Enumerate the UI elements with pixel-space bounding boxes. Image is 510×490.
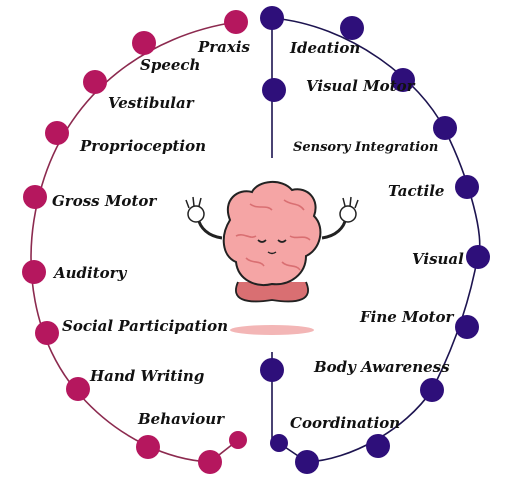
- label-social-participation: Social Participation: [62, 317, 229, 335]
- label-visual: Visual: [412, 250, 464, 268]
- smile: [267, 251, 277, 255]
- left-arm: [196, 217, 223, 240]
- label-visual-motor: Visual Motor: [306, 77, 415, 95]
- node-bottom-left-small: [229, 431, 247, 449]
- node-visual: [466, 245, 490, 269]
- label-sensory-integration: Sensory Integration: [293, 140, 439, 155]
- label-behaviour: Behaviour: [138, 410, 225, 428]
- brain-legs: [235, 281, 309, 303]
- brain-body: [222, 181, 322, 286]
- node-speech: [132, 31, 156, 55]
- node-tactile: [455, 175, 479, 199]
- node-praxis: [224, 10, 248, 34]
- label-praxis: Praxis: [198, 38, 250, 56]
- label-fine-motor: Fine Motor: [360, 308, 454, 326]
- node-bottom-right: [295, 450, 319, 474]
- node-body-awareness: [420, 378, 444, 402]
- node-visual-motor-inner: [262, 78, 286, 102]
- node-coordination: [366, 434, 390, 458]
- node-ideation: [340, 16, 364, 40]
- node-bottom-left: [198, 450, 222, 474]
- node-fine-motor: [455, 315, 479, 339]
- node-visual-motor: [391, 68, 415, 92]
- label-tactile: Tactile: [388, 182, 445, 200]
- label-body-awareness: Body Awareness: [314, 358, 450, 376]
- label-gross-motor: Gross Motor: [52, 192, 157, 210]
- node-proprioception: [45, 121, 69, 145]
- closed-eyes: [257, 239, 287, 243]
- node-gross-motor: [23, 185, 47, 209]
- node-auditory: [22, 260, 46, 284]
- node-sensory-integration: [433, 116, 457, 140]
- label-auditory: Auditory: [54, 264, 127, 282]
- label-proprioception: Proprioception: [80, 137, 206, 155]
- node-bottom-inner: [260, 358, 284, 382]
- brain-folds: [235, 199, 311, 271]
- label-coordination: Coordination: [290, 414, 401, 432]
- label-ideation: Ideation: [290, 39, 361, 57]
- label-hand-writing: Hand Writing: [90, 367, 205, 385]
- node-bottom-right-small: [270, 434, 288, 452]
- label-speech: Speech: [140, 56, 201, 74]
- node-behaviour: [136, 435, 160, 459]
- meditating-brain-icon: [185, 181, 359, 335]
- right-nodes: [260, 6, 490, 474]
- left-nodes: [22, 10, 248, 474]
- node-vestibular: [83, 70, 107, 94]
- left-arc-line: [30, 21, 239, 463]
- right-arm: [321, 217, 348, 240]
- node-hand-writing: [66, 377, 90, 401]
- right-hand: [339, 196, 359, 223]
- node-top-right: [260, 6, 284, 30]
- label-vestibular: Vestibular: [108, 94, 194, 112]
- node-social-participation: [35, 321, 59, 345]
- brain-shadow: [230, 325, 314, 335]
- left-hand: [185, 196, 205, 223]
